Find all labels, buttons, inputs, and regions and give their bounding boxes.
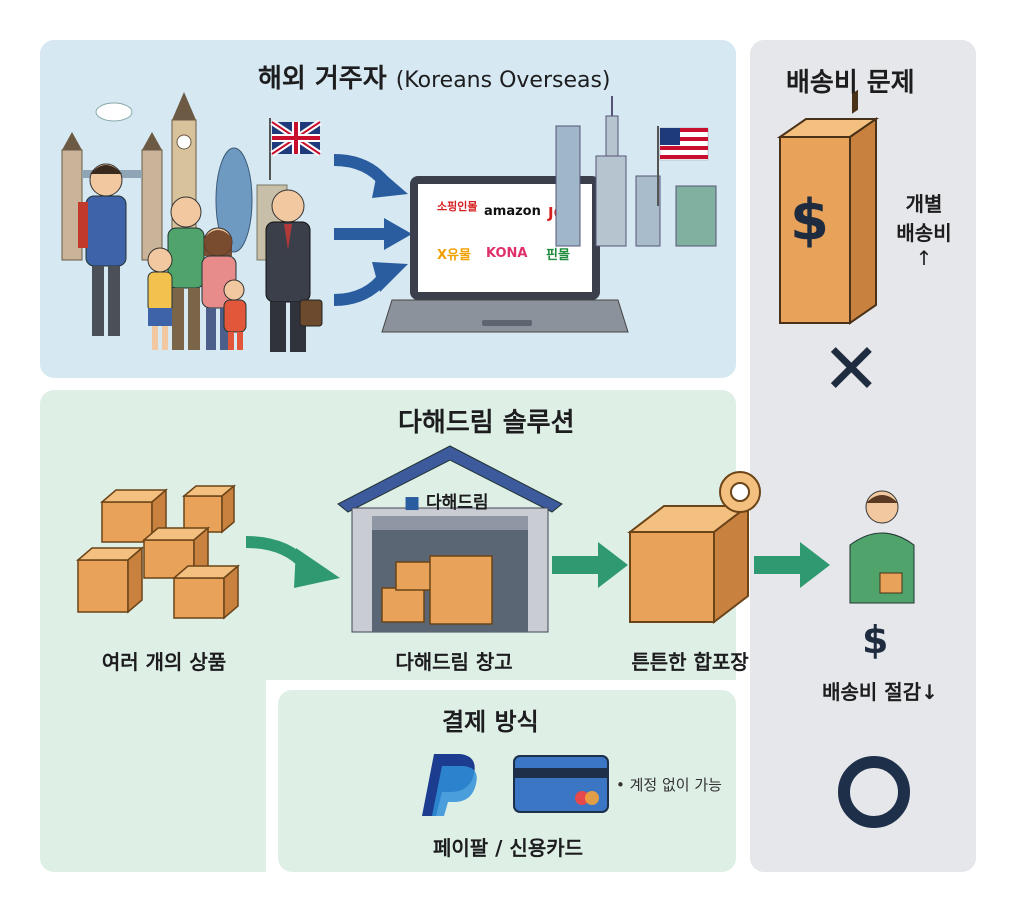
tall-package-box-illustration [776,89,880,325]
step-label-warehouse: 다해드림 창고 [395,650,513,674]
green-arrow-1 [245,536,340,588]
dollar-icon: $ [790,188,829,253]
dahaedream-logo-icon: ■ [404,493,421,513]
individual-shipping-label: 개별 배송비 ↑ [884,188,964,270]
payment-panel [278,690,736,872]
dollar-icon: $ [862,618,889,662]
overseas-title: 해외 거주자 (Koreans Overseas) [258,58,611,95]
step-label-products: 여러 개의 상품 [101,650,227,674]
payment-methods-label: 페이팔 / 신용카드 [432,836,584,860]
mall-logo: 핀몰 [546,248,570,263]
payment-note: • 계정 없이 가능 [616,776,722,794]
credit-card-icon [513,755,609,813]
laptop-illustration [381,176,629,333]
blue-arrows-to-laptop [333,154,412,306]
solution-title: 다해드림 솔루션 [398,408,575,438]
green-arrow-3 [754,542,830,588]
panel-gap [266,680,736,690]
circle-ok-icon [838,756,910,828]
shipping-savings-label: 배송비 절감↓ [822,680,938,704]
shipping-problem-title: 배송비 문제 [786,68,915,98]
overseas-koreans-family-illustration [78,163,323,352]
mall-logo: 소핑인몰 [437,200,478,213]
mall-logo: X유물 [437,248,471,263]
step-label-packing: 튼튼한 합포장 [631,650,749,674]
uk-flag-icon [269,118,322,180]
customer-receiving-package-illustration [849,490,915,604]
new-york-skyline-illustration [555,96,717,247]
mall-logo: KONA [486,246,528,261]
consolidated-package-illustration [627,471,761,625]
cross-icon: ✕ [822,328,881,410]
overseas-subtitle: (Koreans Overseas) [395,68,611,93]
overseas-title-text: 해외 거주자 [258,64,387,94]
paypal-icon [422,754,477,816]
multiple-products-boxes-illustration [75,484,241,620]
green-arrow-2 [552,542,628,588]
dahaedream-warehouse-illustration [337,445,563,633]
up-arrow-icon: ↑ [915,246,933,270]
warehouse-sign: ■ 다해드림 [404,488,489,513]
payment-title: 결제 방식 [442,708,539,736]
warehouse-sign-text: 다해드림 [425,493,489,513]
individual-label-line1: 개별 [905,192,943,216]
mall-logo: amazon [484,204,541,219]
panel-gap [266,688,278,872]
individual-label-line2: 배송비 [896,221,952,245]
